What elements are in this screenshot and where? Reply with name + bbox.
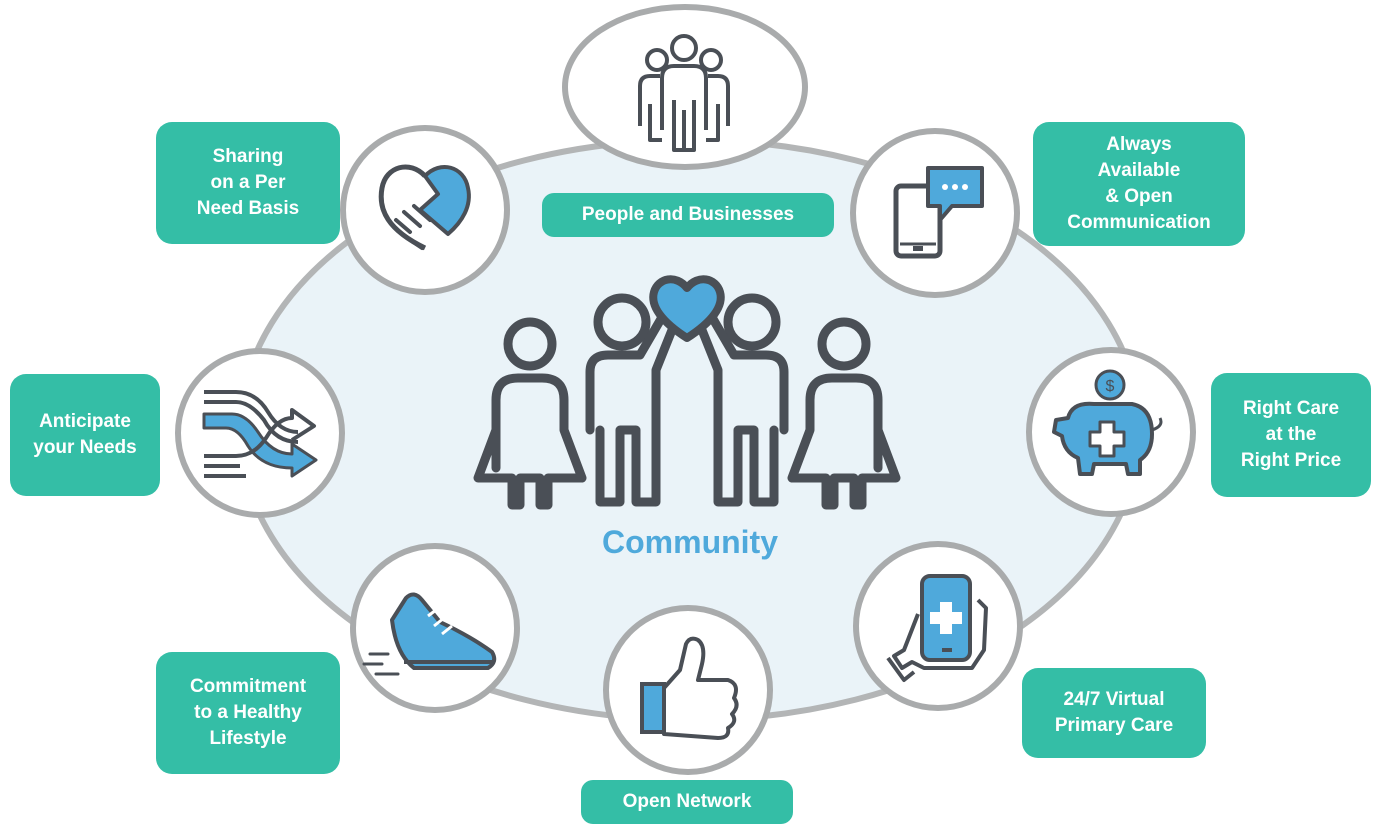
piggy-bank-icon: $ (1052, 369, 1163, 476)
communication-label-tag: Always Available & Open Communication (1033, 122, 1245, 246)
thumbs-up-icon (640, 636, 739, 740)
network-label-tag: Open Network (581, 780, 793, 824)
communication-node-circle (850, 128, 1020, 298)
handshake-heart-icon (378, 164, 471, 251)
lifestyle-label-tag: Commitment to a Healthy Lifestyle (156, 652, 340, 774)
anticipate-label-tag: Anticipate your Needs (10, 374, 160, 496)
center-title: Community (602, 524, 778, 560)
price-label-tag: Right Care at the Right Price (1211, 373, 1371, 497)
price-label: Right Care at the Right Price (1240, 398, 1342, 471)
sharing-label-tag: Sharing on a Per Need Basis (156, 122, 340, 244)
people-label-tag: People and Businesses (542, 193, 834, 237)
virtual-label-tag: 24/7 Virtual Primary Care (1022, 668, 1206, 758)
communication-label: Always Available & Open Communication (1067, 134, 1211, 233)
network-node-circle (603, 605, 773, 775)
phone-in-hand-icon (886, 574, 988, 682)
group-people-icon (638, 34, 730, 152)
heart-icon (649, 275, 725, 342)
virtual-label: 24/7 Virtual Primary Care (1054, 689, 1174, 736)
network-label: Open Network (622, 791, 752, 812)
tablet-chat-icon (893, 166, 984, 259)
community-people-icon (473, 293, 901, 510)
sharing-label: Sharing on a Per Need Basis (196, 146, 300, 219)
people-node-circle (562, 4, 808, 170)
crossing-arrows-icon (202, 390, 318, 478)
sneaker-icon (362, 592, 497, 676)
people-label: People and Businesses (581, 204, 795, 225)
anticipate-label: Anticipate your Needs (33, 411, 137, 458)
lifestyle-label: Commitment to a Healthy Lifestyle (189, 676, 307, 749)
svg-text:$: $ (1106, 378, 1115, 395)
